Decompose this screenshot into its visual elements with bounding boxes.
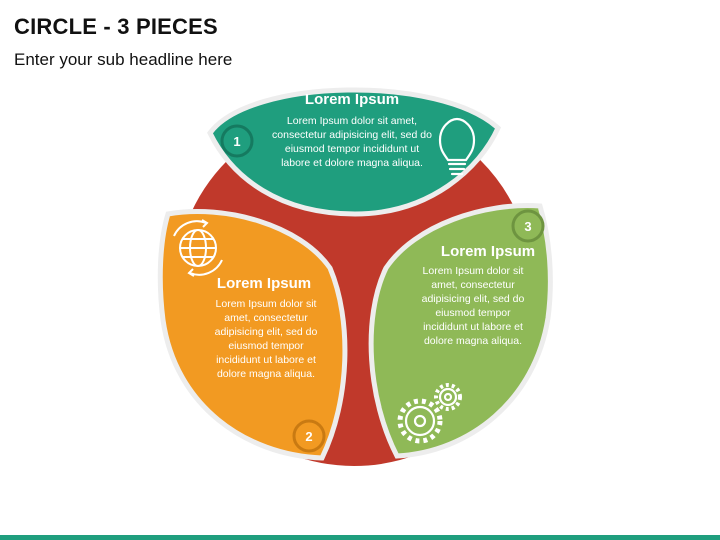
piece-2-body-line-6: dolore magna aliqua. [217, 368, 315, 380]
piece-3-heading: Lorem Ipsum [441, 243, 535, 260]
piece-1-heading: Lorem Ipsum [305, 91, 399, 108]
piece-3-body-line-2: amet, consectetur [431, 279, 515, 291]
piece-3-body-line-6: dolore magna aliqua. [424, 335, 522, 347]
piece-1-body-line-1: Lorem Ipsum dolor sit amet, [287, 115, 417, 127]
piece-3-number-badge: 3 [511, 209, 545, 243]
piece-2-number-badge: 2 [292, 419, 326, 453]
piece-1-body-line-2: consectetur adipisicing elit, sed do [272, 129, 432, 141]
piece-3-number: 3 [524, 219, 531, 234]
piece-1[interactable]: 1 Lorem Ipsum Lorem Ipsum dolor sit amet… [207, 87, 502, 217]
piece-3-body-line-3: adipisicing elit, sed do [422, 293, 525, 305]
piece-1-body-line-4: labore et dolore magna aliqua. [281, 157, 423, 169]
piece-1-shape [207, 87, 502, 217]
piece-3-body-line-4: eiusmod tempor [435, 307, 511, 319]
slide-title: CIRCLE - 3 PIECES [14, 14, 218, 39]
piece-1-number: 1 [233, 134, 240, 149]
piece-3-body-line-1: Lorem Ipsum dolor sit [423, 265, 524, 277]
bottom-accent-bar [0, 535, 720, 540]
piece-3-body-line-5: incididunt ut labore et [423, 321, 523, 333]
globe-icon [173, 219, 223, 277]
piece-2-body-line-5: incididunt ut labore et [216, 354, 316, 366]
piece-2-body-line-4: eiusmod tempor [228, 340, 304, 352]
piece-1-number-badge: 1 [220, 124, 254, 158]
piece-2-body-line-2: amet, consectetur [224, 312, 308, 324]
piece-3[interactable]: 3 Lorem Ipsum Lorem Ipsum dolor sit amet… [368, 203, 553, 459]
lightbulb-icon [438, 117, 476, 176]
piece-2[interactable]: 2 Lorem Ipsum Lorem Ipsum dolor sit amet… [157, 209, 348, 461]
piece-2-body-line-1: Lorem Ipsum dolor sit [216, 298, 317, 310]
gears-icon [397, 383, 462, 444]
slide-subtitle: Enter your sub headline here [14, 50, 233, 69]
piece-2-body-line-3: adipisicing elit, sed do [215, 326, 318, 338]
piece-1-body-line-3: eiusmod tempor incididunt ut [285, 143, 419, 155]
piece-2-heading: Lorem Ipsum [217, 275, 311, 292]
piece-2-number: 2 [305, 429, 312, 444]
piece-3-shape [368, 203, 553, 459]
